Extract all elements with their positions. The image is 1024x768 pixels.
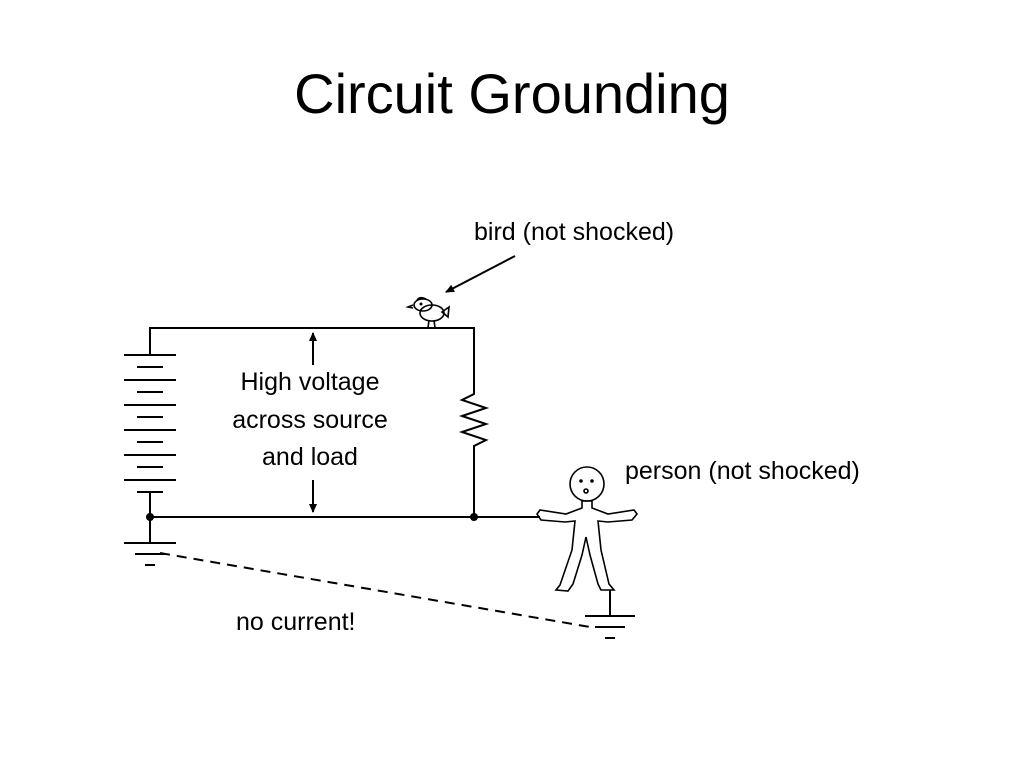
bottom-wire	[149, 492, 540, 518]
bird-label: bird (not shocked)	[474, 218, 674, 246]
no-current-label: no current!	[236, 608, 356, 636]
slide-title: Circuit Grounding	[294, 62, 730, 125]
voltage-label-line2: across source	[232, 406, 388, 434]
voltage-label-line3: and load	[262, 443, 358, 471]
battery-icon	[124, 354, 176, 493]
bird-pointer-arrow	[445, 255, 516, 293]
ground-icon	[585, 590, 635, 639]
person-icon	[536, 466, 639, 592]
resistor-icon	[458, 388, 490, 517]
no-current-dashed-line	[159, 552, 591, 628]
junction-dot-right	[470, 513, 478, 521]
top-wire	[149, 327, 475, 388]
person-label: person (not shocked)	[625, 457, 860, 485]
bird-icon	[405, 296, 450, 329]
ground-icon	[124, 517, 176, 566]
voltage-label-line1: High voltage	[241, 368, 380, 396]
